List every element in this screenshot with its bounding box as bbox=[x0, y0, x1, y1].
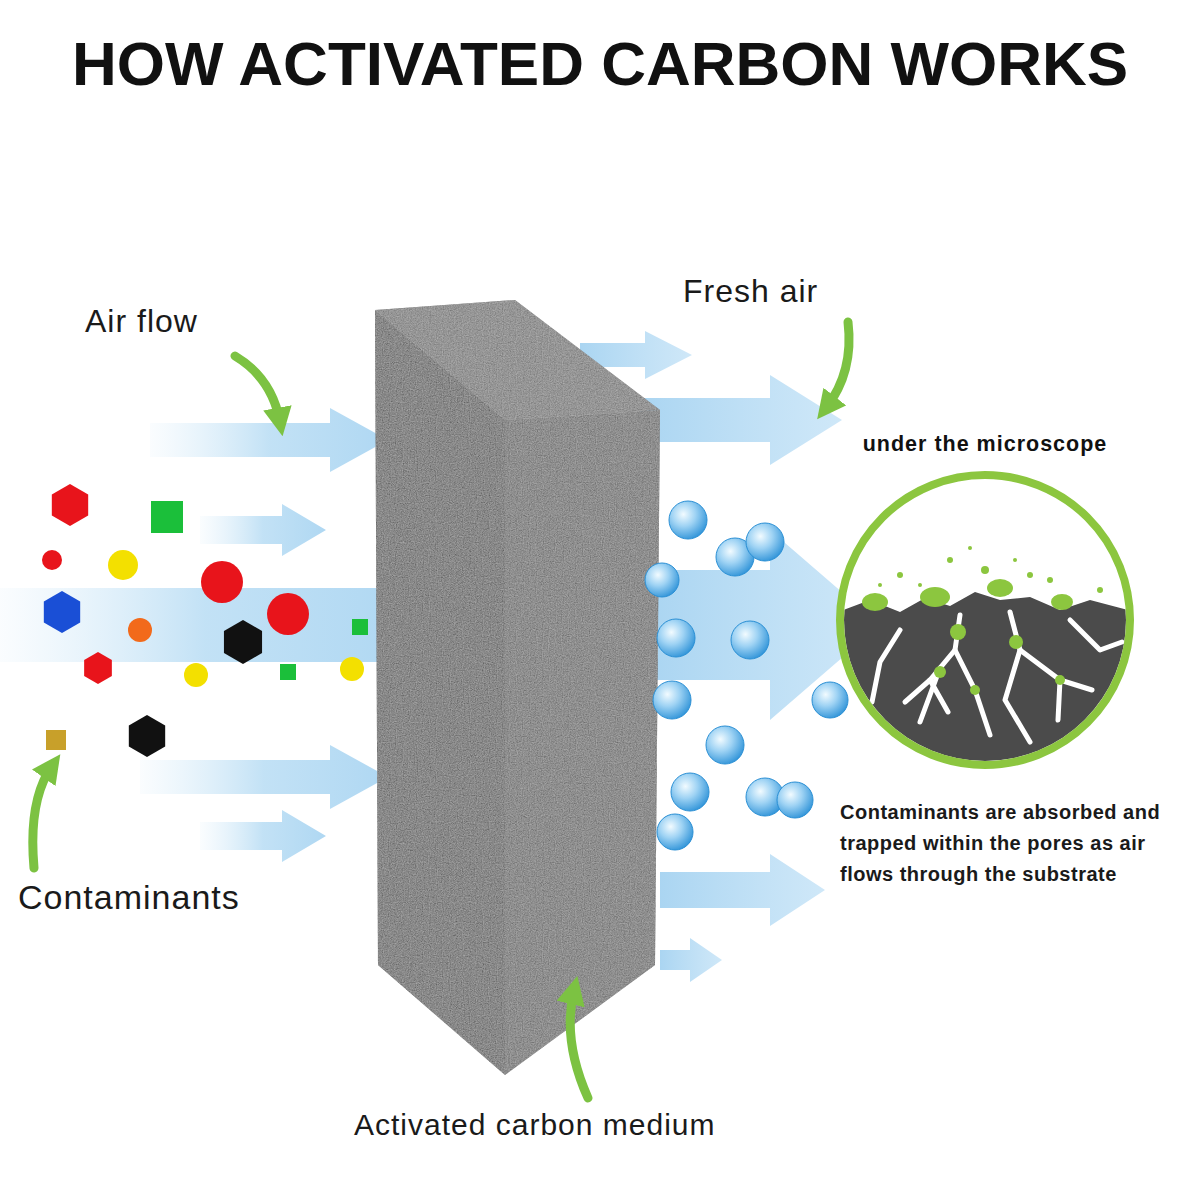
callout-label: Activated carbon medium bbox=[354, 1108, 716, 1142]
title: HOW ACTIVATED CARBON WORKS bbox=[72, 28, 1128, 99]
callout-label: Air flow bbox=[85, 303, 198, 340]
pointer-arrows bbox=[33, 322, 849, 1098]
contaminant-particles bbox=[42, 484, 368, 757]
node-outline bbox=[830, 430, 1140, 775]
node-heading: under the microscope bbox=[830, 430, 1140, 457]
callout-label: Fresh air bbox=[683, 273, 818, 310]
clean-air-molecules bbox=[645, 501, 848, 850]
air-flow-arrows bbox=[0, 408, 410, 862]
microscope-ring bbox=[840, 475, 1130, 765]
carbon-block bbox=[375, 300, 660, 1075]
microscope-circle: under the microscope bbox=[830, 430, 1140, 775]
caption-note: Contaminants are absorbed and trapped wi… bbox=[840, 797, 1170, 890]
callout-label: Contaminants bbox=[18, 878, 240, 917]
